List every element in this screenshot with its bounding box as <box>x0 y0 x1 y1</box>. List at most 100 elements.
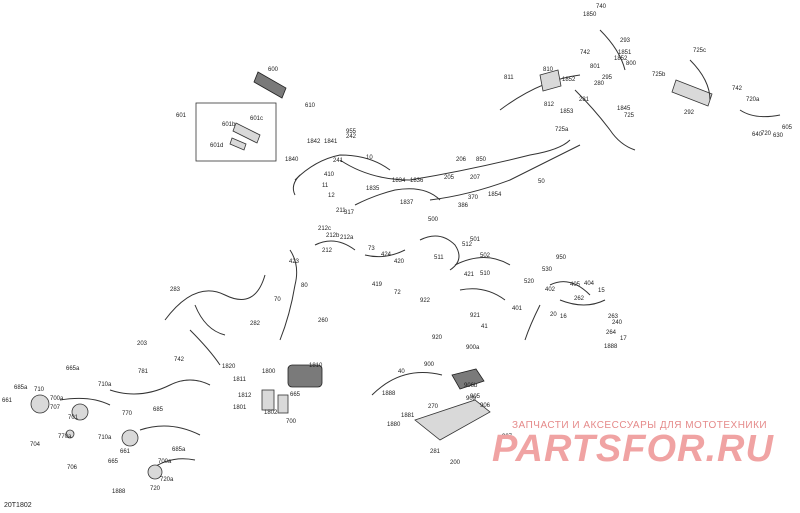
part-number-label: 770 <box>122 411 133 417</box>
part-number-label: 1835 <box>366 186 380 192</box>
part-number-label: 810 <box>543 67 554 73</box>
part-number-label: 1800 <box>262 369 276 375</box>
part-number-label: 401 <box>512 306 523 312</box>
part-number-label: 211 <box>336 208 346 214</box>
part-number-label: 282 <box>250 321 261 327</box>
part-number-label: 600 <box>268 67 279 73</box>
part-number-label: 700 <box>286 419 297 425</box>
part-number-label: 293 <box>620 38 631 44</box>
part-number-label: 41 <box>481 324 488 330</box>
part-number-label: 601b <box>222 122 236 128</box>
part-number-label: 50 <box>538 179 545 185</box>
part-number-label: 40 <box>398 369 405 375</box>
part-number-label: 900 <box>424 362 435 368</box>
part-number-label: 20 <box>550 312 557 318</box>
part-number-label: 1845 <box>617 106 631 112</box>
part-number-label: 720a <box>746 97 760 103</box>
part-number-label: 405 <box>570 282 581 288</box>
part-number-label: 900a <box>466 345 480 351</box>
part-number-label: 742 <box>580 50 591 56</box>
part-number-label: 1834 <box>392 178 406 184</box>
part-number-label: 905 <box>470 394 481 400</box>
part-number-label: 70 <box>274 297 281 303</box>
part-number-label: 725a <box>555 127 569 133</box>
part-number-label: 685a <box>14 385 28 391</box>
part-number-label: 512 <box>462 242 473 248</box>
part-number-label: 661 <box>120 449 131 455</box>
part-number-label: 1880 <box>387 422 401 428</box>
part-number-label: 12 <box>328 193 335 199</box>
part-number-label: 922 <box>420 298 431 304</box>
part-number-label: 280 <box>594 81 605 87</box>
part-number-label: 630 <box>773 133 784 139</box>
part-number-label: 206 <box>456 157 467 163</box>
part-number-label: 1852 <box>562 77 576 83</box>
part-number-label: 725b <box>652 72 666 78</box>
part-number-label: 742 <box>732 86 743 92</box>
part-number-label: 1842 <box>307 139 321 145</box>
part-number-label: 212a <box>340 235 354 241</box>
part-number-label: 212c <box>318 226 332 232</box>
part-number-label: 260 <box>318 318 329 324</box>
part-number-label: 404 <box>584 281 595 287</box>
part-number-label: 740 <box>596 4 607 10</box>
battery-tray <box>371 368 491 441</box>
part-number-label: 1888 <box>604 344 618 350</box>
right-harness <box>524 29 781 341</box>
part-number-label: 501 <box>470 237 481 243</box>
part-number-label: 520 <box>524 279 535 285</box>
part-number-label: 720 <box>761 131 772 137</box>
part-number-label: 11 <box>322 183 329 189</box>
part-number-label: 906b <box>464 383 478 389</box>
part-number-label: 1836 <box>410 178 424 184</box>
part-number-label: 640 <box>752 132 763 138</box>
part-number-label: 1820 <box>222 364 236 370</box>
part-number-label: 1801 <box>233 405 247 411</box>
part-number-label: 424 <box>381 252 392 258</box>
part-number-label: 410 <box>324 172 335 178</box>
part-number-label: 1840 <box>285 157 299 163</box>
part-number-label: 909 <box>466 396 477 402</box>
gauge-module <box>195 71 287 162</box>
part-number-label: 920 <box>432 335 443 341</box>
diagram-code: 20T1802 <box>4 502 32 509</box>
part-number-label: 1841 <box>324 139 338 145</box>
part-number-label: 500 <box>428 217 439 223</box>
part-number-label: 1811 <box>233 377 246 383</box>
part-number-label: 801 <box>590 64 601 70</box>
part-number-label: 601 <box>176 113 187 119</box>
part-number-label: 212b <box>326 233 340 239</box>
part-number-label: 281 <box>430 449 441 455</box>
part-number-label: 264 <box>606 330 617 336</box>
part-number-label: 1854 <box>488 192 502 198</box>
part-number-label: 685a <box>172 447 186 453</box>
part-number-label: 700a <box>50 396 64 402</box>
part-number-label: 420 <box>394 259 405 265</box>
part-number-label: 955 <box>346 129 357 135</box>
part-number-label: 700a <box>158 459 172 465</box>
part-number-label: 921 <box>470 313 481 319</box>
part-number-label: 270 <box>428 404 439 410</box>
part-number-label: 16 <box>560 314 567 320</box>
part-number-label: 720 <box>150 486 161 492</box>
part-number-label: 950 <box>556 255 567 261</box>
part-number-label: 295 <box>602 75 613 81</box>
part-number-label: 720a <box>160 477 174 483</box>
part-number-label: 386 <box>458 203 469 209</box>
part-number-label: 370 <box>468 195 479 201</box>
part-number-label: 205 <box>444 175 455 181</box>
part-number-label: 907 <box>502 434 513 440</box>
part-number-label: 706 <box>67 465 78 471</box>
part-number-label: 511 <box>434 255 444 261</box>
part-number-label: 1881 <box>401 413 415 419</box>
part-number-label: 661 <box>2 398 13 404</box>
part-number-label: 850 <box>476 157 487 163</box>
part-number-label: 241 <box>333 158 344 164</box>
part-number-label: 73 <box>368 246 375 252</box>
part-number-label: 80 <box>301 283 308 289</box>
part-number-label: 262 <box>574 296 585 302</box>
part-number-label: 1850 <box>583 12 597 18</box>
part-number-label: 704 <box>30 442 41 448</box>
part-number-label: 601c <box>250 116 264 122</box>
